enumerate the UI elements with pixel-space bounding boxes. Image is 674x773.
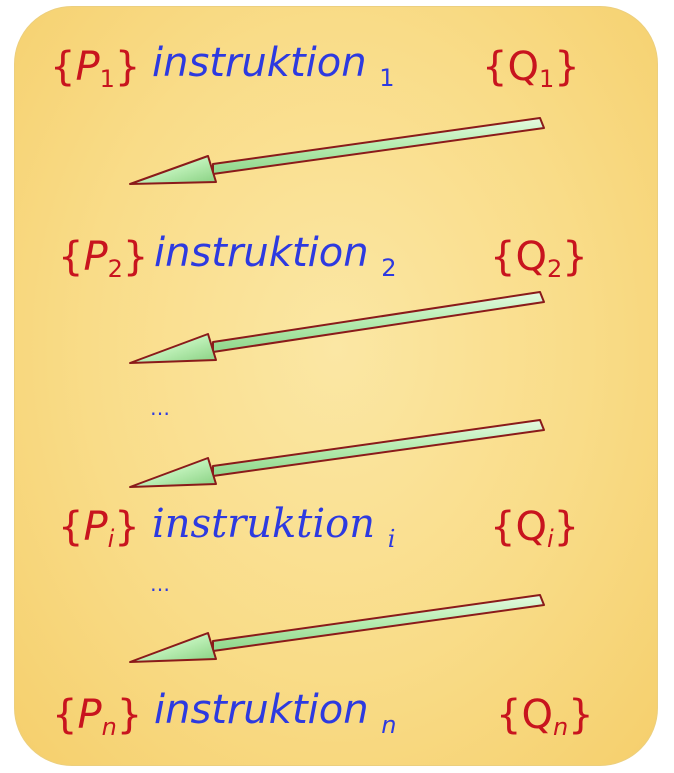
arrow-1	[129, 117, 545, 185]
ellipsis-1: …	[150, 396, 171, 420]
postcondition-i: {Qi}	[490, 504, 580, 553]
postcondition-1: {Q1}	[482, 44, 580, 93]
instruction-i: instruktion i	[152, 501, 396, 553]
instruction-2: instruktion 2	[154, 230, 397, 282]
arrow-4	[129, 594, 545, 663]
precondition-i: {Pi}	[58, 504, 140, 553]
arrow-2	[129, 291, 545, 364]
precondition-1: {P1}	[50, 44, 141, 93]
postcondition-2: {Q2}	[490, 234, 588, 283]
diagram-panel	[14, 6, 658, 766]
precondition-n: {Pn}	[52, 692, 143, 741]
arrow-3	[129, 419, 545, 488]
instruction-n: instruktion n	[154, 687, 397, 739]
precondition-2: {P2}	[58, 234, 149, 283]
instruction-1: instruktion 1	[152, 40, 395, 92]
ellipsis-2: …	[150, 572, 171, 596]
postcondition-n: {Qn}	[496, 692, 594, 741]
